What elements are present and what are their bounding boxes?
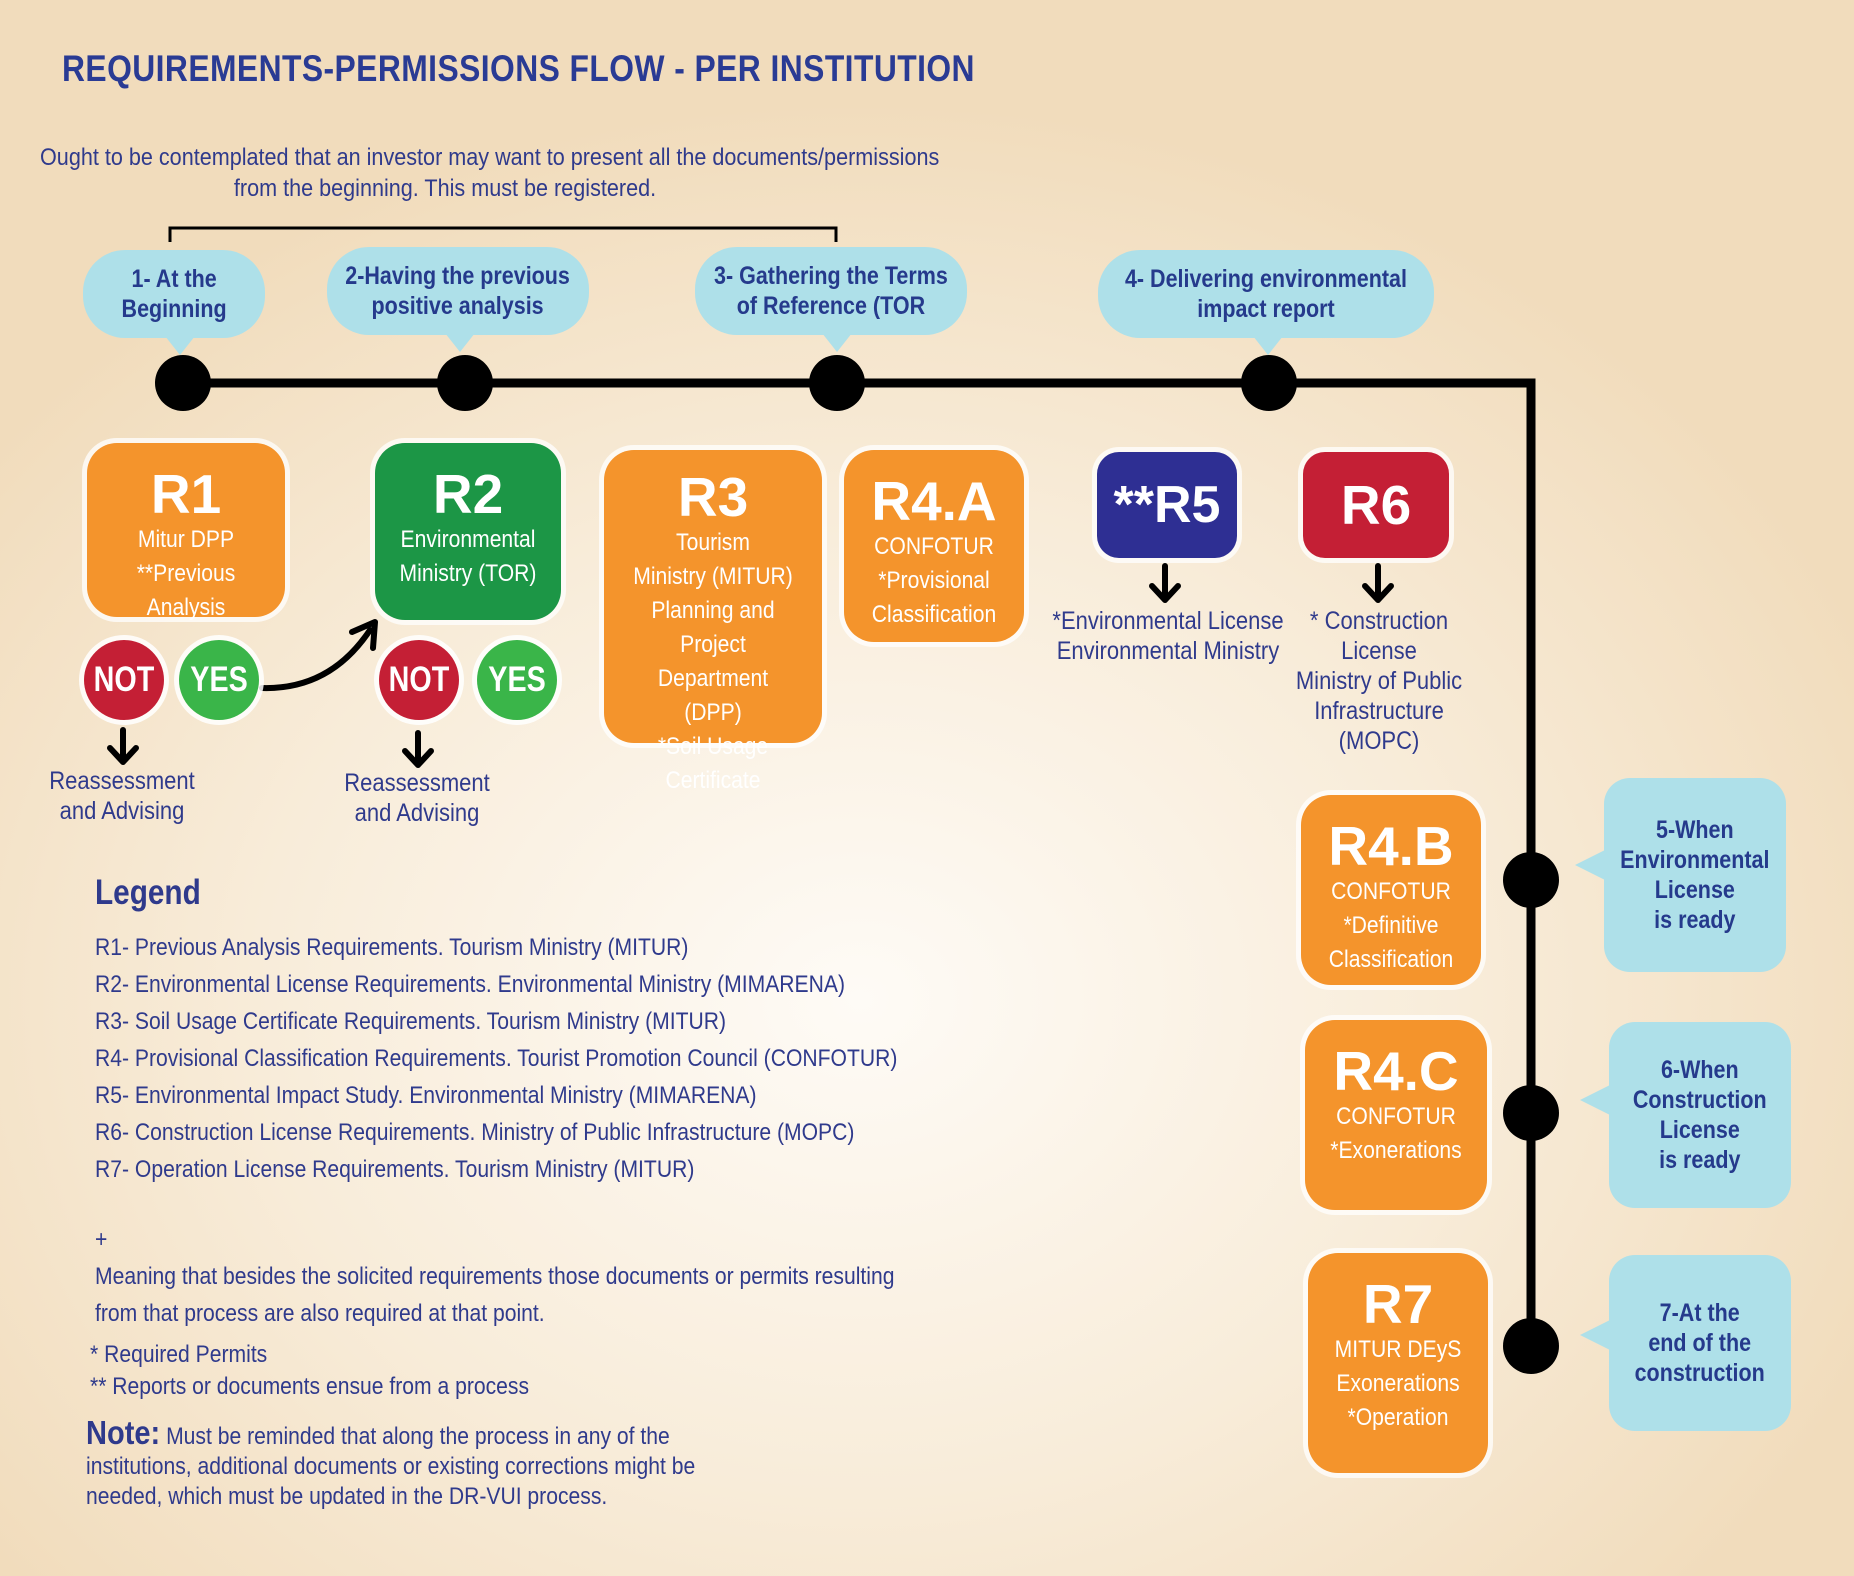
stage-4-label: 4- Delivering environmental impact repor… xyxy=(1125,265,1407,323)
r2-yes-label: YES xyxy=(488,660,546,699)
r2-not-down-arrow xyxy=(402,730,434,768)
stage-1-label: 1- At the Beginning xyxy=(121,265,227,323)
r4b-box: R4.B CONFOTUR *Definitive Classification xyxy=(1301,795,1481,985)
r1-text: Mitur DPP **Previous Analysis xyxy=(136,526,236,621)
r2-text: Environmental Ministry (TOR) xyxy=(399,526,537,587)
r5-output-text: *Environmental License Environmental Min… xyxy=(1052,607,1284,665)
stage-3-bubble: 3- Gathering the Terms of Reference (TOR xyxy=(695,247,967,335)
intro-line-2: from the beginning. This must be registe… xyxy=(233,175,657,202)
yes-to-r2-arrowhead xyxy=(349,619,378,651)
timeline-node-6 xyxy=(1503,1085,1559,1141)
note: Note: Must be reminded that along the pr… xyxy=(86,1416,702,1512)
stage-7-bubble: 7-At the end of the construction xyxy=(1609,1255,1791,1431)
r6-code: R6 xyxy=(1340,474,1412,536)
r1-yes-label: YES xyxy=(190,660,248,699)
r7-code: R7 xyxy=(1362,1273,1434,1335)
r2-reassess-text: Reassessment and Advising xyxy=(344,769,490,827)
stage-5-label: 5-When Environmental License is ready xyxy=(1620,816,1770,934)
stage-2-bubble: 2-Having the previous positive analysis xyxy=(327,247,589,335)
r2-code: R2 xyxy=(432,463,504,525)
r4a-text: CONFOTUR *Provisional Classification xyxy=(871,533,997,628)
r2-not-label: NOT xyxy=(388,660,450,699)
r6-box: R6 xyxy=(1303,452,1449,558)
timeline-node-2 xyxy=(437,355,493,411)
r7-box: R7 MITUR DEyS Exonerations *Operation xyxy=(1308,1253,1488,1473)
intro-text: Ought to be contemplated that an investo… xyxy=(40,142,940,204)
legend-item-r4: R4- Provisional Classification Requireme… xyxy=(95,1045,898,1072)
stage-6-label: 6-When Construction License is ready xyxy=(1633,1056,1767,1174)
page-title: REQUIREMENTS-PERMISSIONS FLOW - PER INST… xyxy=(62,48,975,89)
legend-item-r2: R2- Environmental License Requirements. … xyxy=(95,971,846,998)
r1-not-circle: NOT xyxy=(84,640,164,720)
timeline-node-4 xyxy=(1241,355,1297,411)
r2-yes-circle: YES xyxy=(477,640,557,720)
stage-1-bubble: 1- At the Beginning xyxy=(83,250,265,338)
r6-output-text: * Construction License Ministry of Publi… xyxy=(1295,607,1463,755)
timeline-node-1 xyxy=(155,355,211,411)
plus-explanation-line-2: from that process are also required at t… xyxy=(95,1300,545,1327)
r4a-code: R4.A xyxy=(871,470,997,532)
note-label: Note: xyxy=(86,1414,161,1451)
plus-symbol: + xyxy=(95,1226,108,1253)
r4b-code: R4.B xyxy=(1328,815,1454,877)
stage-4-bubble: 4- Delivering environmental impact repor… xyxy=(1098,250,1434,338)
timeline-node-5 xyxy=(1503,852,1559,908)
plus-explanation-line-1: Meaning that besides the solicited requi… xyxy=(95,1263,895,1290)
legend-item-r3: R3- Soil Usage Certificate Requirements.… xyxy=(95,1008,727,1035)
stage-5-bubble: 5-When Environmental License is ready xyxy=(1604,778,1786,972)
r1-yes-circle: YES xyxy=(179,640,259,720)
r1-reassess-text: Reassessment and Advising xyxy=(49,767,195,825)
r6-down-arrow xyxy=(1362,563,1394,603)
r6-output: * Construction License Ministry of Publi… xyxy=(1245,606,1513,756)
legend-item-r6: R6- Construction License Requirements. M… xyxy=(95,1119,855,1146)
r4a-box: R4.A CONFOTUR *Provisional Classificatio… xyxy=(844,450,1024,642)
r5-code: **R5 xyxy=(1113,476,1221,534)
stage-7-label: 7-At the end of the construction xyxy=(1634,1299,1766,1387)
r2-not-circle: NOT xyxy=(379,640,459,720)
legend-item-r7: R7- Operation License Requirements. Tour… xyxy=(95,1156,695,1183)
r3-text: Tourism Ministry (MITUR) Planning and Pr… xyxy=(633,529,793,794)
r1-code: R1 xyxy=(150,463,222,525)
r3-code: R3 xyxy=(677,466,749,528)
legend-item-r5: R5- Environmental Impact Study. Environm… xyxy=(95,1082,757,1109)
r1-reassess: Reassessment and Advising xyxy=(36,766,208,826)
r1-not-down-arrow xyxy=(107,727,139,765)
legend-title: Legend xyxy=(95,873,201,912)
yes-to-r2-curve xyxy=(259,627,373,692)
r7-text: MITUR DEyS Exonerations *Operation xyxy=(1334,1336,1462,1431)
stage-group-bracket xyxy=(168,226,838,242)
r5-output: *Environmental License Environmental Min… xyxy=(1028,606,1308,666)
stage-6-bubble: 6-When Construction License is ready xyxy=(1609,1022,1791,1208)
r4c-box: R4.C CONFOTUR *Exonerations xyxy=(1305,1020,1487,1210)
r1-box: R1 Mitur DPP **Previous Analysis xyxy=(87,443,285,621)
r2-box: R2 Environmental Ministry (TOR) xyxy=(375,443,561,620)
stage-3-label: 3- Gathering the Terms of Reference (TOR xyxy=(714,262,948,320)
required-permits-footnote: * Required Permits xyxy=(90,1341,268,1368)
timeline-line xyxy=(183,378,1536,1345)
r4c-text: CONFOTUR *Exonerations xyxy=(1330,1103,1462,1164)
timeline-node-3 xyxy=(809,355,865,411)
r5-box: **R5 xyxy=(1097,452,1237,558)
legend: Legend R1- Previous Analysis Requirement… xyxy=(95,873,1007,1188)
reports-footnote: ** Reports or documents ensue from a pro… xyxy=(90,1373,530,1400)
note-text: Must be reminded that along the process … xyxy=(86,1423,696,1510)
timeline-node-7 xyxy=(1503,1318,1559,1374)
stage-2-label: 2-Having the previous positive analysis xyxy=(345,262,571,320)
r2-reassess: Reassessment and Advising xyxy=(331,768,503,828)
intro-line-1: Ought to be contemplated that an investo… xyxy=(40,144,940,171)
r4c-code: R4.C xyxy=(1333,1040,1459,1102)
r5-down-arrow xyxy=(1149,563,1181,603)
r1-not-label: NOT xyxy=(93,660,155,699)
r4b-text: CONFOTUR *Definitive Classification xyxy=(1328,878,1454,973)
r3-box: R3 Tourism Ministry (MITUR) Planning and… xyxy=(604,450,822,794)
legend-item-r1: R1- Previous Analysis Requirements. Tour… xyxy=(95,934,689,961)
